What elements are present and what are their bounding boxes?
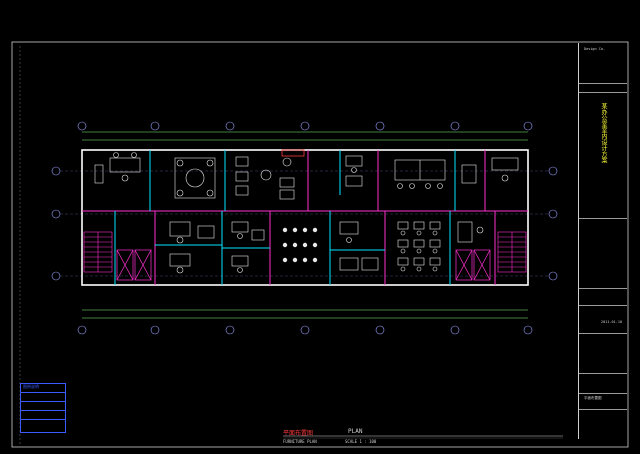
furniture-open-workstations xyxy=(397,221,441,272)
furniture-lounge-chairs xyxy=(235,156,295,200)
elevators xyxy=(116,249,491,281)
bottom-dimension-lines xyxy=(82,309,528,319)
sheet-border xyxy=(11,41,629,448)
caption-left-chinese: 平面布置图 xyxy=(283,430,314,437)
plan-title: PLAN xyxy=(348,428,363,435)
furniture-lower-office-2 xyxy=(231,221,265,273)
grid-axis-lines xyxy=(60,170,549,277)
staircase-left xyxy=(83,231,113,273)
title-block: Design Co. 某办公室室内设计方案 2011.01.10 平面布置图 xyxy=(578,43,627,439)
project-title-vertical: 某办公室室内设计方案 xyxy=(600,103,607,163)
furniture-office-lower-3 xyxy=(339,221,379,271)
lower-room-partitions xyxy=(114,211,496,285)
furniture-training-room xyxy=(282,227,318,263)
furniture-workstations-upper xyxy=(394,157,519,189)
grid-axis-bottom xyxy=(77,325,533,335)
upper-room-partitions xyxy=(149,150,486,211)
grid-axis-top xyxy=(77,121,533,131)
furniture-lower-office-1 xyxy=(169,221,215,274)
legend-row xyxy=(21,410,65,419)
top-dimension-lines xyxy=(82,131,528,141)
legend-row xyxy=(21,419,65,428)
company-name: Design Co. xyxy=(584,47,606,51)
legend-title: 图例说明 xyxy=(23,384,39,389)
caption-left-english: FURNITURE PLAN xyxy=(283,439,317,444)
staircase-right xyxy=(497,231,527,273)
scale-text: SCALE 1 : 100 xyxy=(345,439,377,444)
furniture-meeting-room xyxy=(174,157,216,199)
furniture-small-office xyxy=(345,155,363,187)
legend-table: 图例说明 xyxy=(20,383,66,433)
legend-row xyxy=(21,401,65,410)
furniture-corner-office xyxy=(457,221,484,243)
exterior-walls xyxy=(81,149,529,286)
sheet-name: 平面布置图 xyxy=(584,396,602,400)
furniture-office-desk-1 xyxy=(94,152,141,184)
north-marker xyxy=(281,149,305,157)
sheet-date: 2011.01.10 xyxy=(601,320,623,324)
legend-row xyxy=(21,392,65,401)
